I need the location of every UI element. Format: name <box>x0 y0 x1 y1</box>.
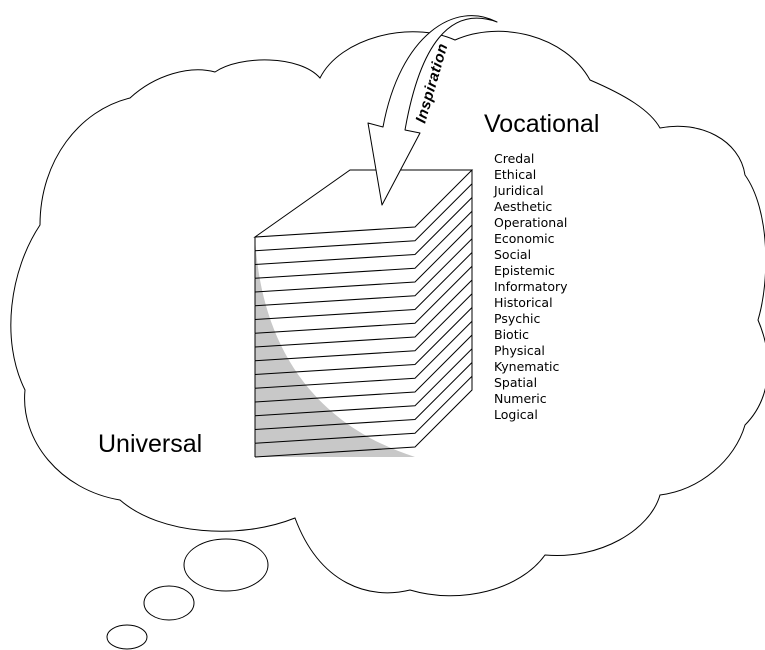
vocational-label: Vocational <box>484 110 599 138</box>
layer-sheet <box>254 293 473 375</box>
layer-label: Aesthetic <box>494 199 552 214</box>
layer-sheet <box>254 348 473 430</box>
thought-bubble-small <box>106 624 148 650</box>
layer-label: Spatial <box>494 375 537 390</box>
layer-label: Psychic <box>494 311 540 326</box>
layer-label: Juridical <box>493 183 544 198</box>
layer-sheet <box>254 335 473 417</box>
layer-label: Logical <box>494 407 538 422</box>
layer-label: Physical <box>494 343 545 358</box>
layer-sheet <box>254 170 473 252</box>
inspiration-arrow <box>367 15 498 206</box>
layer-sheet <box>254 266 473 348</box>
layer-sheet <box>254 321 473 403</box>
layer-label: Social <box>494 247 531 262</box>
thought-bubble-large <box>183 538 269 592</box>
layer-label: Biotic <box>494 327 529 342</box>
thought-cloud <box>10 30 765 597</box>
layer-label: Numeric <box>494 391 547 406</box>
layer-sheet <box>254 238 473 320</box>
layer-sheet <box>254 252 473 334</box>
thought-bubble-medium <box>143 585 195 621</box>
layer-sheet <box>254 197 473 279</box>
layer-label: Economic <box>494 231 555 246</box>
layer-labels: CredalEthicalJuridicalAestheticOperation… <box>493 151 568 422</box>
layer-sheet <box>253 169 474 238</box>
layer-sheet <box>254 211 473 293</box>
layer-label: Historical <box>494 295 553 310</box>
layer-sheet <box>254 183 473 265</box>
layer-sheet <box>254 362 473 444</box>
layer-label: Credal <box>494 151 534 166</box>
layer-sheet <box>254 280 473 362</box>
shaded-region <box>255 237 415 457</box>
universal-label: Universal <box>98 430 202 458</box>
layer-sheet <box>254 376 473 458</box>
layer-sheet <box>254 225 473 307</box>
layer-stack <box>253 169 474 458</box>
layer-label: Operational <box>494 215 567 230</box>
layer-sheet <box>254 307 473 389</box>
layer-label: Informatory <box>494 279 568 294</box>
layer-label: Ethical <box>494 167 536 182</box>
layer-label: Kynematic <box>494 359 560 374</box>
layer-label: Epistemic <box>494 263 555 278</box>
